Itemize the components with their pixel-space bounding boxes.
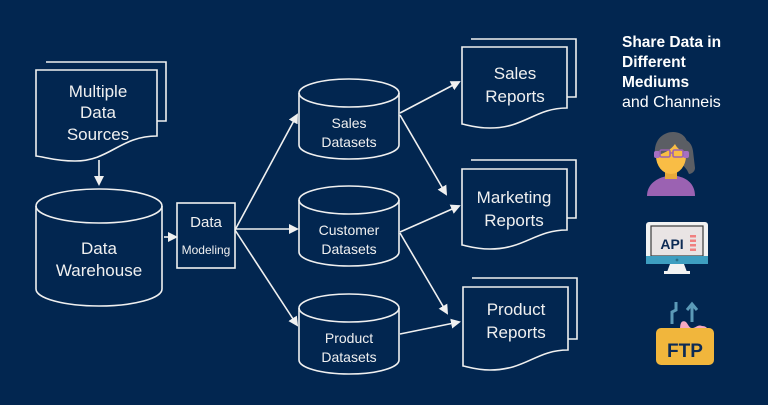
multiple-data-sources-node: Multiple Data Sources [35,61,167,162]
ftp-label: FTP [667,341,703,362]
data-warehouse-node: Data Warehouse [35,188,163,307]
arrow-customer-datasets-to-marketing-reports [399,204,461,233]
sources-label-line2: Data [80,103,116,122]
modeling-label-line2: Modeling [182,243,231,257]
ftp-folder-icon: FTP [656,301,714,365]
share-data-heading-line4: and Channeis [622,94,721,111]
customer-datasets-label-line1: Customer [319,222,380,238]
arrow-modeling-to-product-datasets [234,229,299,327]
user-avatar-icon [647,132,695,196]
arrow-sales-datasets-to-marketing-reports [399,114,448,196]
sales-reports-label-line1: Sales [494,64,537,83]
product-reports-label-line1: Product [487,300,546,319]
api-monitor-icon: API [646,222,708,274]
arrow-product-datasets-to-product-reports [399,318,461,335]
api-label: API [660,236,683,252]
sales-datasets-label-line2: Datasets [321,134,376,150]
product-reports-node: Product Reports [462,277,578,371]
sales-datasets-label-line1: Sales [331,115,366,131]
share-data-heading: Share Data in Different Mediums and Chan… [622,33,721,113]
product-reports-label-line2: Reports [486,323,546,342]
product-datasets-label-line2: Datasets [321,349,376,365]
marketing-reports-node: Marketing Reports [461,159,577,250]
customer-datasets-node: Customer Datasets [298,185,400,267]
warehouse-label-line2: Warehouse [56,261,142,280]
arrow-sales-datasets-to-sales-reports [399,81,461,114]
marketing-reports-label-line1: Marketing [477,188,552,207]
share-data-heading-line2: Different [622,54,686,71]
sales-datasets-node: Sales Datasets [298,78,400,160]
data-modeling-node: Data Modeling [176,202,236,269]
marketing-reports-label-line2: Reports [484,211,544,230]
sales-reports-node: Sales Reports [461,38,577,129]
product-datasets-node: Product Datasets [298,293,400,375]
product-datasets-label-line1: Product [325,330,373,346]
arrow-modeling-to-sales-datasets [234,113,298,231]
warehouse-label-line1: Data [81,239,117,258]
customer-datasets-label-line2: Datasets [321,241,376,257]
sources-label-line1: Multiple [69,82,128,101]
sales-reports-label-line2: Reports [485,87,545,106]
modeling-label-line1: Data [190,214,222,231]
connectors [94,81,461,335]
sources-label-line3: Sources [67,125,129,144]
share-data-heading-line3: Mediums [622,74,690,91]
share-data-heading-line1: Share Data in [622,34,722,51]
arrow-customer-datasets-to-product-reports [399,232,449,315]
